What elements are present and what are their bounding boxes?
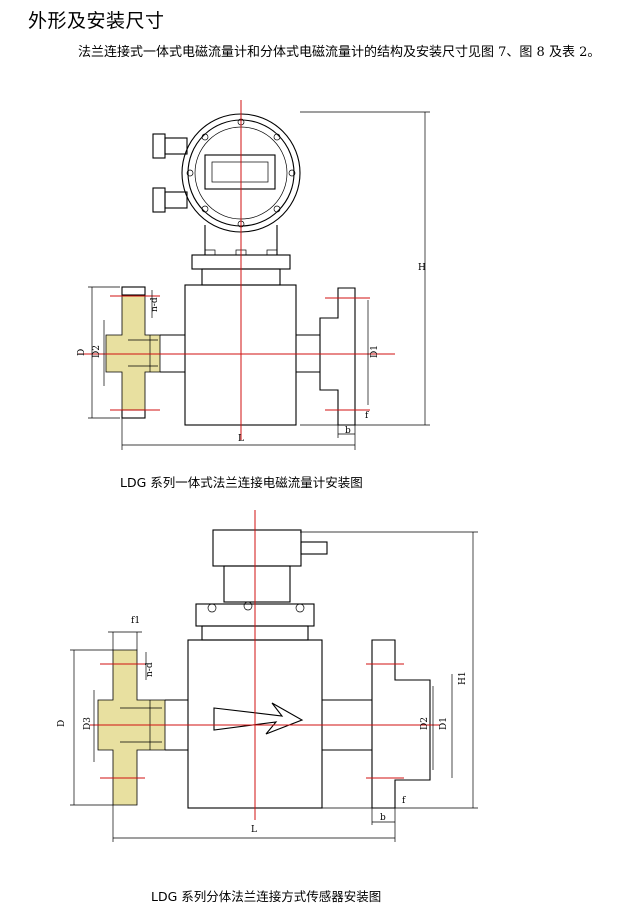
display-window — [204, 154, 276, 190]
section-heading: 外形及安装尺寸 — [28, 10, 165, 32]
fig2-label-b: b — [380, 813, 386, 823]
fig1-label-nd: n-d — [150, 297, 160, 312]
fig2-label-d: D — [57, 720, 67, 727]
figure1-integral-flowmeter: H L D D2 D1 n-d b f — [77, 100, 430, 450]
fig1-label-d2: D2 — [92, 345, 102, 358]
fig2-label-d2: D2 — [420, 717, 430, 730]
fig2-label-f1: f1 — [131, 616, 140, 626]
fig2-label-f: f — [402, 796, 406, 806]
figure1-caption: LDG 系列一体式法兰连接电磁流量计安装图 — [120, 475, 363, 490]
intro-text: 法兰连接式一体式电磁流量计和分体式电磁流量计的结构及安装尺寸见图 7、图 8 及… — [78, 45, 601, 60]
fig1-label-d1: D1 — [370, 345, 380, 358]
flow-direction-arrow — [213, 702, 304, 735]
figure2-remote-sensor: f1 H1 L D D3 D2 D1 n-d b f — [57, 510, 478, 842]
left-flange — [97, 649, 166, 806]
fig1-label-l: L — [238, 434, 244, 444]
figure2-caption: LDG 系列分体法兰连接方式传感器安装图 — [151, 889, 382, 904]
fig1-label-f: f — [365, 411, 369, 421]
fig1-label-b: b — [345, 426, 351, 436]
fig2-label-d1: D1 — [439, 717, 449, 730]
cable-gland-lower — [164, 191, 188, 209]
fig1-label-h: H — [418, 263, 426, 273]
fig2-label-h1: H1 — [458, 671, 468, 685]
fig2-label-d3: D3 — [83, 717, 93, 730]
cable-gland — [300, 541, 328, 555]
fig2-label-l: L — [251, 825, 257, 835]
right-flange — [319, 287, 356, 426]
fig2-label-nd: n-d — [145, 662, 155, 677]
terminal-box — [212, 529, 302, 567]
intro-paragraph: 法兰连接式一体式电磁流量计和分体式电磁流量计的结构及安装尺寸见图 7、图 8 及… — [28, 40, 603, 65]
cable-gland-upper — [164, 137, 188, 155]
fig1-label-d: D — [77, 349, 87, 356]
